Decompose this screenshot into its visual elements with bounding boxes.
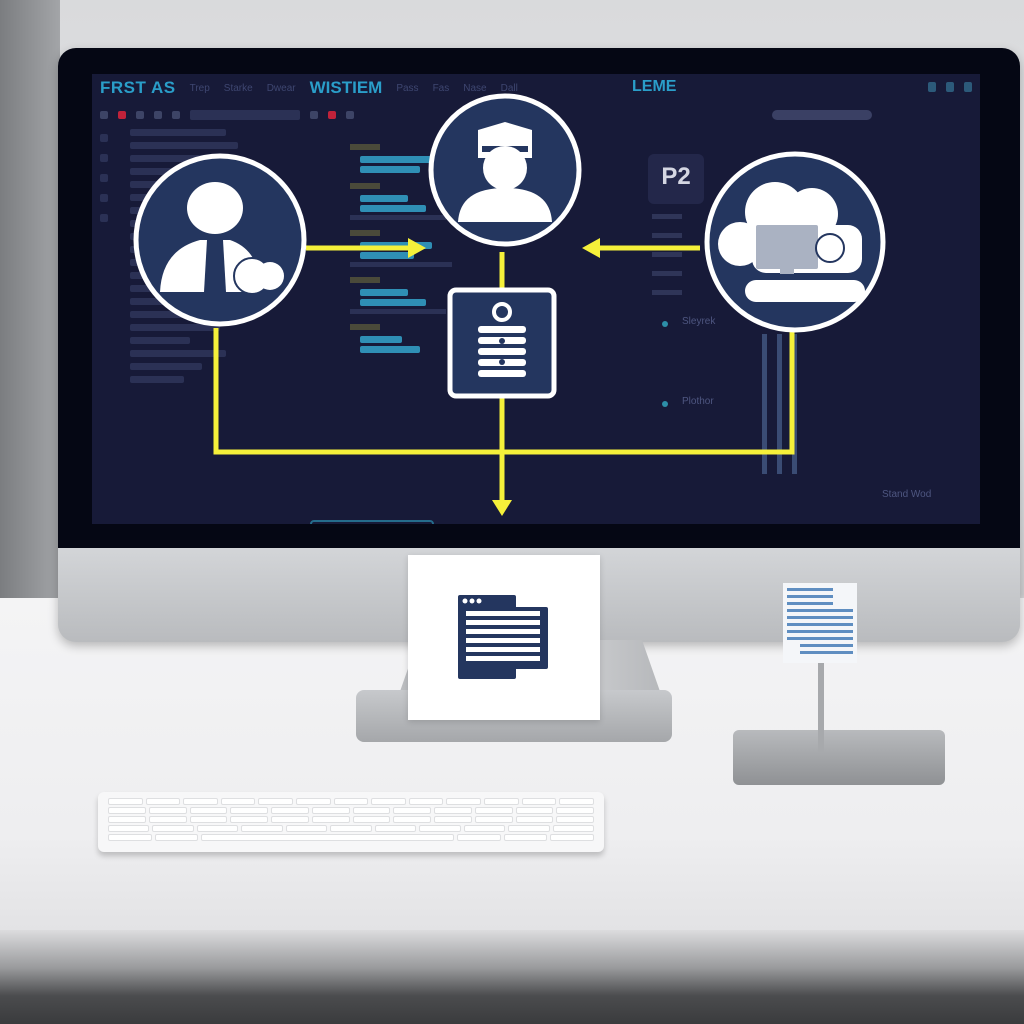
action-button[interactable]: Wsarthme — [310, 520, 434, 524]
nav-icon[interactable] — [100, 154, 108, 162]
nav-icon[interactable] — [100, 214, 108, 222]
property-list — [652, 214, 682, 309]
nav-icon[interactable] — [100, 134, 108, 142]
toolbar-icon[interactable] — [172, 111, 180, 119]
toolbar-field[interactable] — [190, 110, 300, 120]
record-icon[interactable] — [118, 111, 126, 119]
toolbar-icon[interactable] — [346, 111, 354, 119]
menu-item[interactable]: Trep — [189, 82, 210, 94]
tree-item[interactable] — [130, 129, 226, 136]
toolbar-icon[interactable] — [310, 111, 318, 119]
app-brand: FRST AS — [100, 78, 176, 97]
legend-label: Plothor — [682, 396, 714, 407]
menu-center-title: WISTIEM — [309, 78, 383, 97]
search-icon[interactable] — [928, 82, 936, 92]
tree-item[interactable] — [130, 350, 226, 357]
legend-dot — [662, 401, 668, 407]
panel-title: LEME — [632, 78, 677, 95]
menu-item[interactable]: Dall — [500, 82, 518, 94]
arrowheads — [408, 238, 600, 516]
nav-icon[interactable] — [100, 194, 108, 202]
legend-label: Sleyrek — [682, 316, 716, 327]
nav-icon[interactable] — [100, 174, 108, 182]
side-icon-bar — [100, 134, 108, 234]
document-card[interactable] — [408, 555, 600, 720]
menu-item[interactable]: Pass — [396, 82, 419, 94]
server-lock-icon[interactable] — [447, 287, 557, 399]
legend-dot — [662, 321, 668, 327]
cloud-computer-icon[interactable] — [704, 151, 886, 333]
menu-icon[interactable] — [964, 82, 972, 92]
tree-item[interactable] — [130, 155, 214, 162]
note-lines-icon — [783, 583, 857, 663]
user-group-icon[interactable] — [133, 153, 307, 327]
toolbar-icon[interactable] — [100, 111, 108, 119]
tree-item[interactable] — [130, 363, 202, 370]
background-wall — [0, 0, 60, 600]
arrow-down-icon — [492, 500, 512, 516]
toolbar-icon[interactable] — [154, 111, 162, 119]
document-window-icon — [458, 595, 548, 679]
tree-item[interactable] — [130, 376, 184, 383]
menu-item[interactable]: Fas — [432, 82, 450, 94]
menu-bar: FRST AS Trep Starke Dwear WISTIEM Pass F… — [92, 74, 980, 102]
toolbar-icon[interactable] — [136, 111, 144, 119]
tree-item[interactable] — [130, 337, 190, 344]
note-stand-base — [733, 730, 945, 785]
menu-item[interactable]: Starke — [223, 82, 253, 94]
tree-item[interactable] — [130, 324, 220, 331]
toolbar — [92, 104, 980, 126]
legend-label: Stand Wod — [882, 489, 932, 500]
menu-item[interactable]: Dwear — [266, 82, 296, 94]
arrow-left-icon — [582, 238, 600, 258]
note-stand-pole — [818, 660, 824, 752]
window-controls — [928, 82, 972, 92]
menu-item[interactable]: Nase — [463, 82, 487, 94]
p2-badge: P2 — [648, 154, 704, 204]
desk-edge — [0, 930, 1024, 1024]
search-input[interactable] — [772, 110, 872, 120]
security-user-icon[interactable] — [428, 93, 582, 247]
keyboard[interactable] — [98, 792, 604, 852]
tree-item[interactable] — [130, 142, 238, 149]
toolbar-icon[interactable] — [328, 111, 336, 119]
arrow-right-icon — [408, 238, 426, 258]
settings-icon[interactable] — [946, 82, 954, 92]
connectors — [213, 245, 795, 500]
